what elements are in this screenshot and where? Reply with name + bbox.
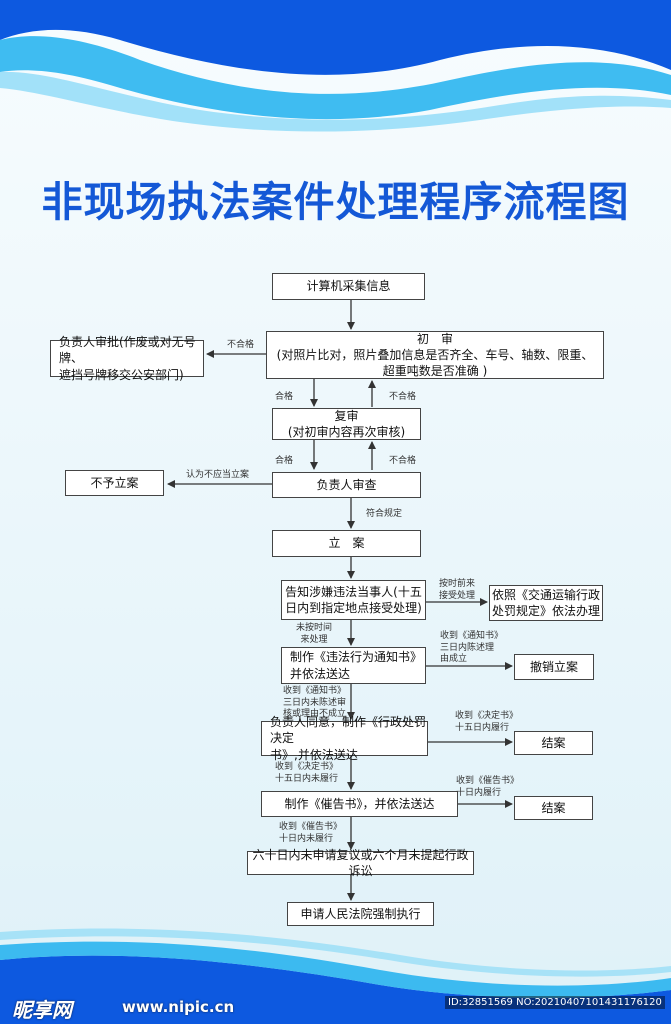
label-notice-invalid-line3: 核或理由不成立 (283, 709, 347, 720)
label-should-not-file: 认为不应当立案 (186, 470, 250, 480)
label-urge-fulfilled-line2: 十日内履行 (456, 787, 502, 798)
label-decision-fulfilled-line2: 十五日内履行 (455, 722, 510, 733)
watermark-id: ID:32851569 NO:20210407101431176120 (445, 996, 665, 1009)
box-initial-review-line1: (对照片比对，照片叠加信息是否齐全、车号、轴数、限重、 (276, 347, 594, 362)
label-notice-invalid-line2: 三日内未陈述审 (283, 697, 347, 708)
label-on-time-line1: 按时前来 (439, 579, 476, 589)
label-notice-valid-line3: 由成立 (440, 654, 468, 665)
label-late: 未按时间 来处理 (296, 623, 332, 646)
label-decision-fulfilled-line1: 收到《决定书》 (455, 711, 519, 721)
box-cancel-filing: 撤销立案 (514, 654, 594, 680)
box-initial-review: 初 审 (对照片比对，照片叠加信息是否齐全、车号、轴数、限重、 超重吨数是否准确… (266, 331, 604, 379)
box-make-notice-line2: 并依法送达 (290, 666, 351, 681)
box-no-filing-text: 不予立案 (90, 475, 139, 490)
label-decision-fulfilled: 收到《决定书》 十五日内履行 (455, 711, 518, 734)
top-wave (0, 0, 671, 132)
box-leader-review: 负责人审查 (272, 472, 421, 498)
box-by-regulation-line1: 依照《交通运输行政 (491, 587, 600, 602)
label-notice-invalid-line1: 收到《通知书》 (283, 686, 347, 696)
box-close-case-2: 结案 (514, 796, 593, 820)
box-close-case-2-text: 结案 (541, 800, 566, 815)
box-cancel-filing-text: 撤销立案 (529, 659, 578, 674)
label-decision-unfulfilled-line2: 十五日内未履行 (275, 773, 339, 784)
box-sixty-days-text: 六十日内未申请复议或六个月未提起行政诉讼 (252, 847, 469, 878)
label-unqualified-leader: 不合格 (389, 456, 417, 466)
box-sixty-days: 六十日内未申请复议或六个月未提起行政诉讼 (247, 848, 474, 878)
box-collect-info: 计算机采集信息 (272, 273, 425, 300)
label-notice-invalid: 收到《通知书》 三日内未陈述审 核或理由不成立 (283, 686, 346, 721)
box-leader-approval-line1: 负责人审批(作废或对无号牌、 (59, 335, 196, 366)
label-notice-valid-line2: 三日内陈述理 (440, 642, 495, 653)
label-meets-rules: 符合规定 (366, 509, 403, 519)
box-no-filing: 不予立案 (65, 470, 164, 496)
box-notify-party-line1: 告知涉嫌违法当事人(十五 (285, 584, 422, 599)
label-on-time-line2: 接受处理 (439, 590, 476, 601)
label-qualified-leader: 合格 (275, 456, 294, 466)
box-make-notice: 制作《违法行为通知书》 并依法送达 (281, 647, 426, 684)
box-close-case-1: 结案 (514, 731, 593, 755)
box-leader-approval-line2: 遮挡号牌移交公安部门) (59, 367, 184, 382)
box-by-regulation-line2: 处罚规定》依法办理 (491, 604, 600, 618)
box-close-case-1-text: 结案 (541, 735, 566, 750)
label-urge-fulfilled-line1: 收到《催告书》 (456, 776, 520, 786)
label-urge-unfulfilled-line2: 十日内未履行 (279, 833, 334, 844)
box-filing: 立 案 (272, 530, 421, 557)
label-decision-unfulfilled: 收到《决定书》 十五日内未履行 (275, 762, 338, 785)
page-title: 非现场执法案件处理程序流程图 (41, 178, 630, 226)
box-make-notice-line1: 制作《违法行为通知书》 (290, 650, 423, 665)
box-leader-review-text: 负责人审查 (316, 477, 377, 492)
label-on-time: 按时前来 接受处理 (439, 579, 475, 602)
label-urge-unfulfilled-line1: 收到《催告书》 (279, 822, 343, 832)
label-notice-valid-line1: 收到《通知书》 (440, 631, 504, 641)
label-notice-valid: 收到《通知书》 三日内陈述理 由成立 (440, 631, 503, 666)
box-second-review: 复审 (对初审内容再次审核) (272, 408, 421, 440)
watermark-url: www.nipic.cn (122, 998, 235, 1016)
box-court-enforcement: 申请人民法院强制执行 (287, 902, 434, 926)
label-urge-fulfilled: 收到《催告书》 十日内履行 (456, 776, 519, 799)
box-urge-notice-text: 制作《催告书》，并依法送达 (284, 796, 435, 811)
box-collect-info-text: 计算机采集信息 (306, 279, 391, 294)
bottom-wave (0, 928, 671, 1024)
label-qualified-review: 合格 (275, 392, 294, 402)
box-leader-approval: 负责人审批(作废或对无号牌、 遮挡号牌移交公安部门) (50, 335, 204, 382)
box-penalty-decision-line1: 负责人同意，制作《行政处罚决定 (270, 715, 427, 746)
box-penalty-decision: 负责人同意，制作《行政处罚决定 书》,并依法送达 (261, 715, 428, 762)
label-late-line1: 未按时间 (296, 623, 333, 633)
box-notify-party-line2: 日内到指定地点接受处理) (285, 601, 422, 615)
label-unqualified-review: 不合格 (389, 392, 417, 402)
box-urge-notice: 制作《催告书》，并依法送达 (261, 791, 458, 817)
box-court-enforcement-text: 申请人民法院强制执行 (300, 906, 421, 921)
box-by-regulation: 依照《交通运输行政 处罚规定》依法办理 (489, 585, 603, 621)
label-urge-unfulfilled: 收到《催告书》 十日内未履行 (279, 822, 342, 845)
box-notify-party: 告知涉嫌违法当事人(十五 日内到指定地点接受处理) (281, 580, 426, 620)
box-penalty-decision-line2: 书》,并依法送达 (270, 747, 358, 762)
box-initial-review-line2: 超重吨数是否准确 ) (382, 364, 488, 379)
watermark-brand: 昵享网 (12, 998, 72, 1022)
box-second-review-title: 复审 (334, 408, 359, 423)
label-decision-unfulfilled-line1: 收到《决定书》 (275, 762, 339, 772)
label-late-line2: 来处理 (300, 634, 328, 645)
box-initial-review-title: 初 审 (416, 331, 453, 346)
label-unqualified-initial: 不合格 (227, 340, 255, 350)
box-second-review-desc: (对初审内容再次审核) (287, 425, 406, 439)
box-filing-text: 立 案 (328, 536, 365, 551)
